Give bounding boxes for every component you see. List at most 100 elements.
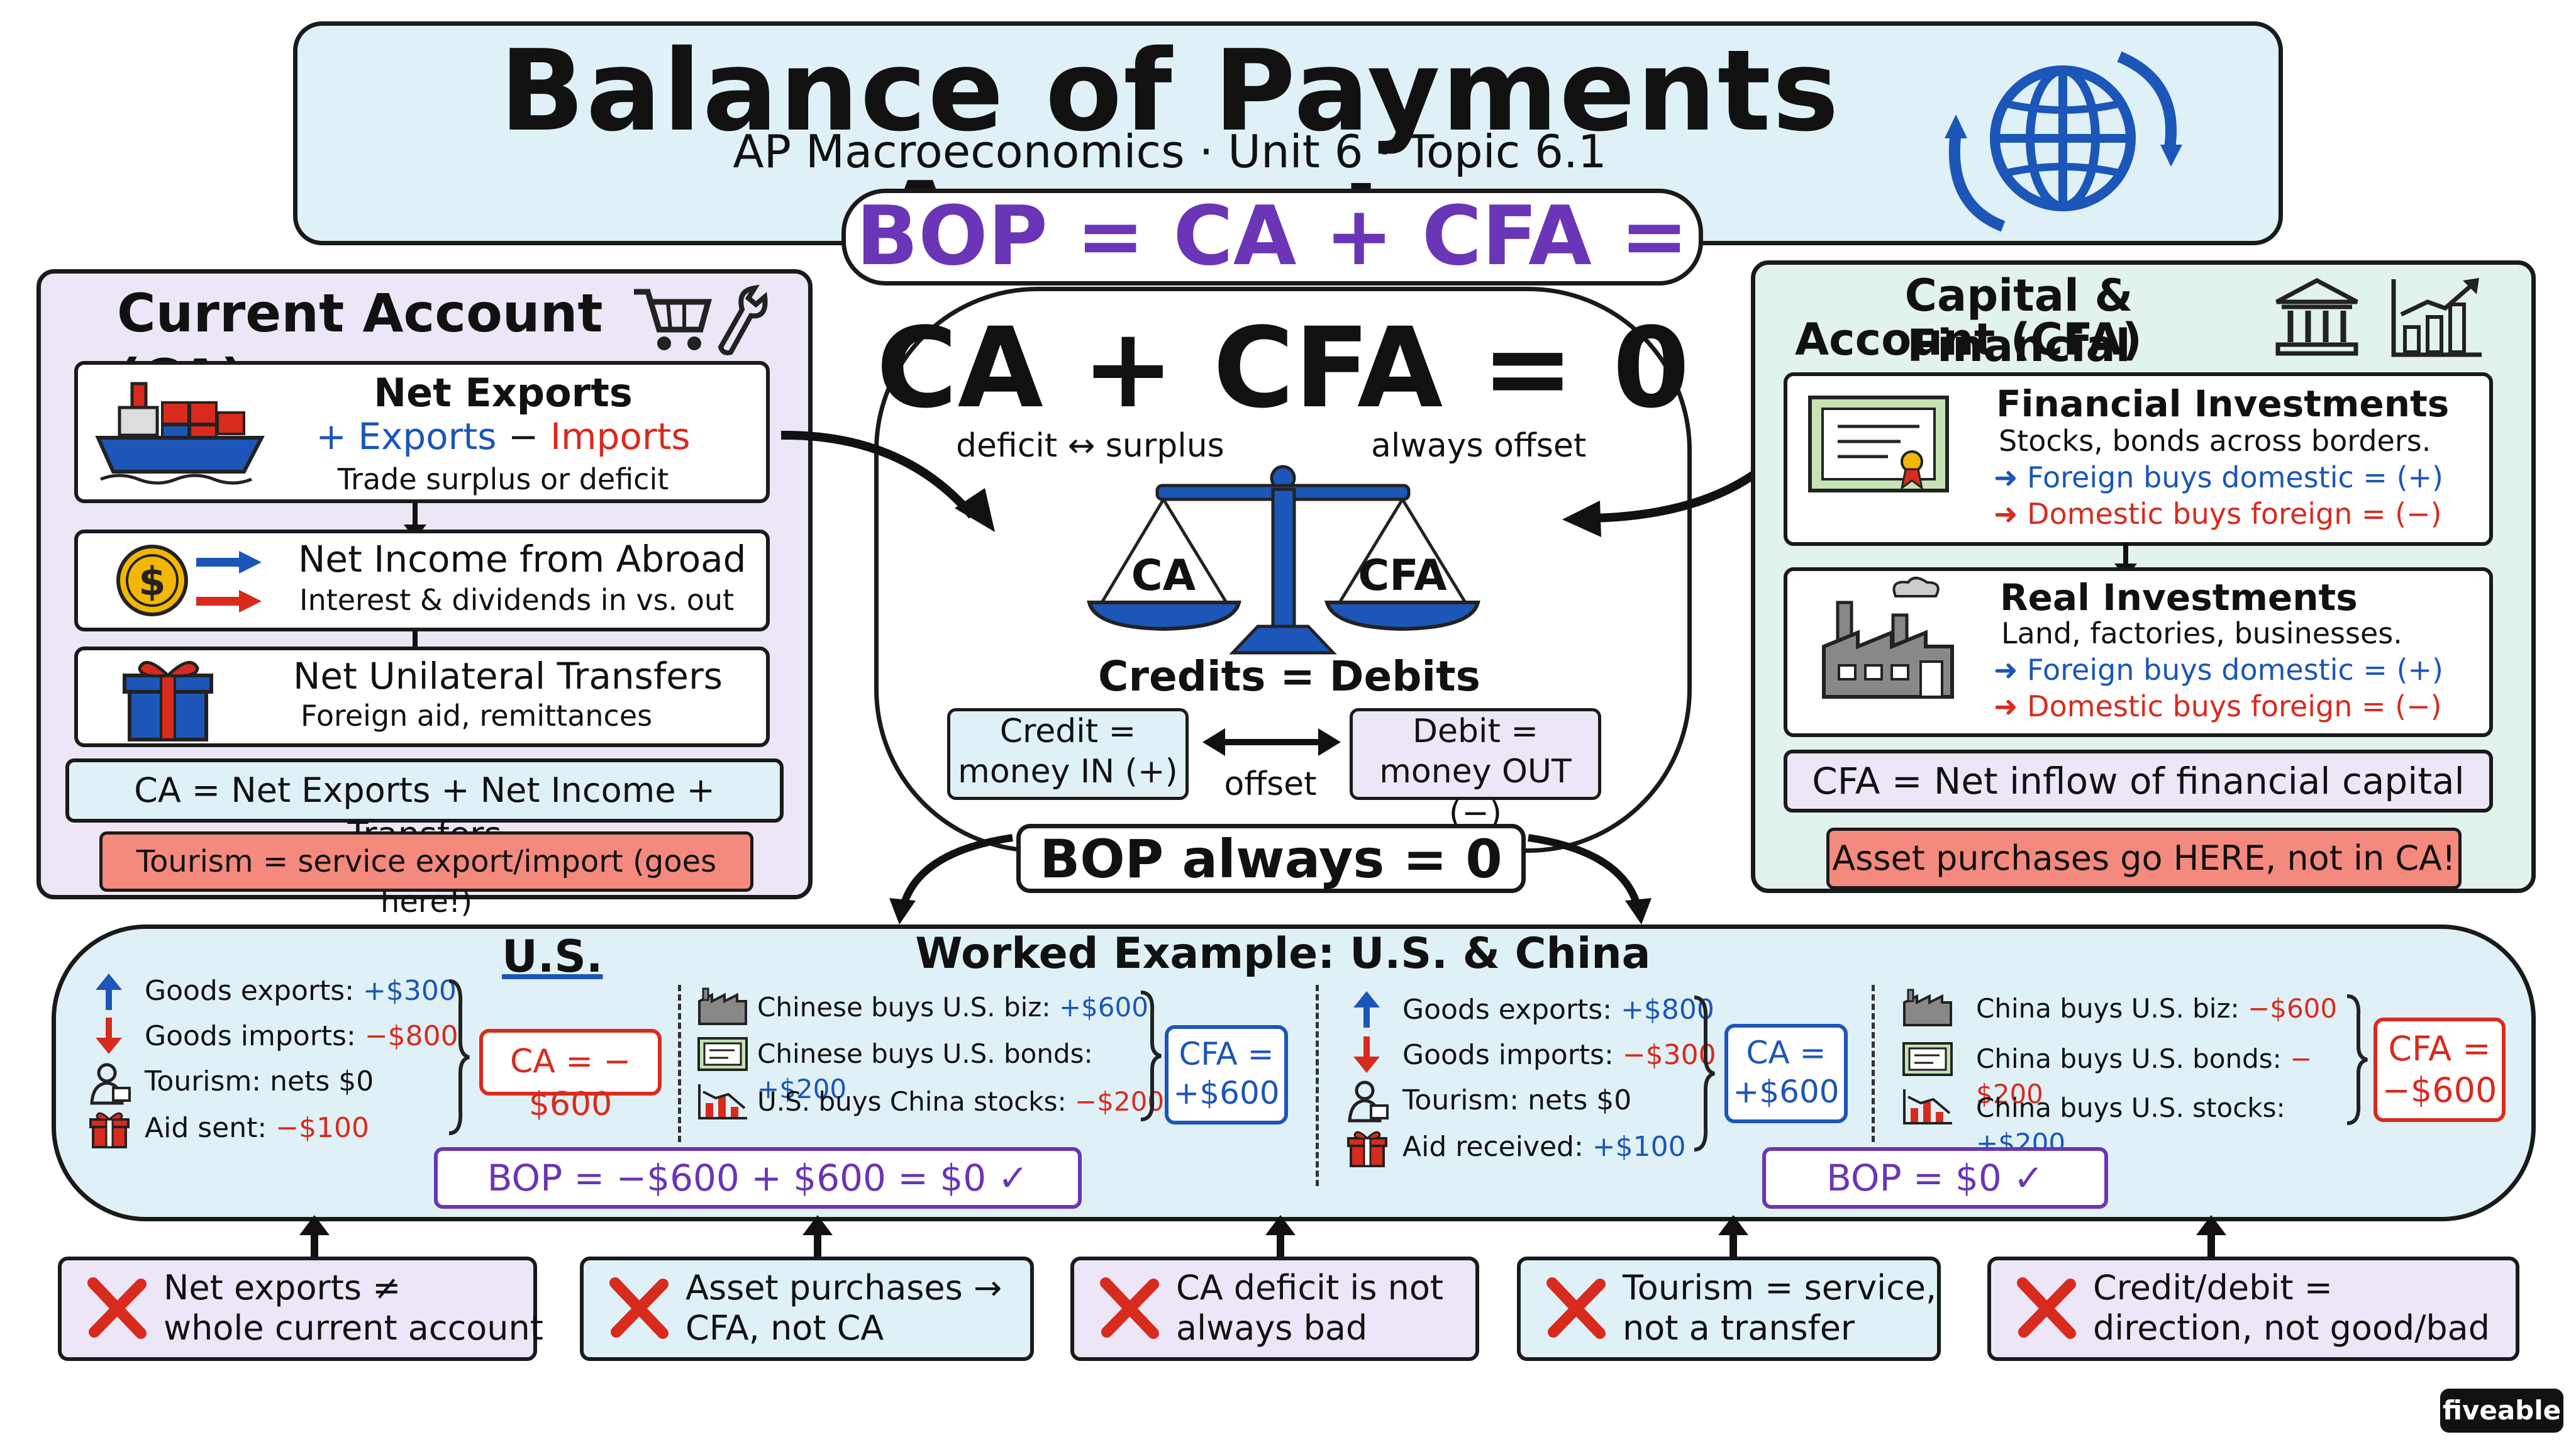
us-cfa-total-line2: +$600 [1173, 1075, 1280, 1111]
us-cfa-total-box [1165, 1025, 1288, 1124]
misconception-text: Credit/debit = [2093, 1268, 2333, 1307]
brace-icon [2346, 994, 2368, 1125]
up-arrow-icon [96, 974, 122, 1010]
minus-sign: − [508, 415, 539, 458]
cn-bop-box [1762, 1147, 2108, 1209]
us-chinese-buys-bonds: Chinese buys U.S. bonds: +$200 [757, 1038, 1093, 1104]
misconception-text: Tourism = service, [1623, 1268, 1937, 1307]
cargo-ship-icon [95, 382, 265, 485]
credit-box [947, 708, 1189, 800]
us-bop: BOP = −$600 + $600 = $0 ✓ [487, 1157, 1029, 1199]
x-mark-icon [1100, 1277, 1159, 1339]
fiveable-logo[interactable]: fiveable [2440, 1389, 2563, 1433]
cn-tourism: Tourism: nets $0 [1402, 1084, 1632, 1116]
transfers-desc: Foreign aid, remittances [301, 699, 653, 733]
cn-buys-us-bonds: China buys U.S. bonds: −$200 [1976, 1043, 2312, 1109]
cn-cfa-total-line2: −$600 [2382, 1070, 2497, 1110]
misconception-card [1517, 1257, 1941, 1361]
imports-label: Imports [550, 415, 691, 458]
page-subtitle: AP Macroeconomics · Unit 6 · Topic 6.1 [733, 125, 1607, 178]
up-arrow-icon [2196, 1215, 2226, 1259]
x-mark-icon [1546, 1277, 1606, 1339]
divider [1316, 985, 1319, 1186]
gift-icon [89, 1112, 130, 1148]
balance-equation: CA + CFA = 0 [876, 304, 1690, 433]
arrow-to-example-left-icon [889, 834, 1013, 924]
credits-debits-label: Credits = Debits [1098, 652, 1480, 701]
arrow-right-icon: ➜ [1994, 460, 2028, 494]
x-mark-icon [2017, 1277, 2076, 1339]
tourism-note: Tourism = service export/import (goes he… [136, 844, 717, 919]
us-goods-exports: Goods exports: +$300 [145, 975, 457, 1007]
us-buys-china-stocks: U.S. buys China stocks: −$200 [757, 1086, 1165, 1117]
brace-icon [1140, 991, 1162, 1121]
real-investments-title: Real Investments [2000, 576, 2358, 619]
ca-formula-box [65, 758, 784, 823]
debit-line2: money OUT (−) [1379, 753, 1572, 832]
coin-arrows-icon: $ [116, 545, 262, 616]
us-aid-sent: Aid sent: −$100 [145, 1112, 370, 1144]
arrow-right-icon: ➜ [1994, 689, 2028, 723]
globe-icon [1945, 51, 2182, 232]
x-mark-icon [609, 1277, 669, 1339]
net-income-card [74, 530, 770, 631]
double-arrow-icon [1202, 728, 1341, 756]
credit-line1: Credit = [999, 713, 1136, 750]
misconception-text: CFA, not CA [686, 1308, 884, 1348]
offset-label: offset [1224, 765, 1317, 803]
arrow-right-icon: ➜ [1994, 497, 2028, 531]
net-exports-formula: + Exports − Imports [277, 414, 730, 459]
us-cfa-total-line1: CFA = [1179, 1036, 1274, 1072]
scale-pan-ca: CA [1131, 551, 1196, 601]
us-ca-total: CA = −$600 [509, 1043, 631, 1123]
scale-pan-cfa: CFA [1358, 551, 1447, 601]
x-mark-icon [87, 1277, 147, 1339]
up-arrow-icon [1353, 991, 1380, 1028]
misconception-card [1070, 1257, 1479, 1361]
brace-icon [1694, 996, 1715, 1152]
tourism-note-box [99, 831, 753, 892]
misconception-text: direction, not good/bad [2093, 1308, 2490, 1348]
credit-line2: money IN (+) [958, 753, 1178, 791]
financial-foreign-buys-domestic: ➜ Foreign buys domestic = (+) [1994, 460, 2444, 494]
wrench-icon [718, 284, 768, 355]
down-arrow-red-icon [96, 1018, 122, 1054]
misconception-text: CA deficit is not [1176, 1268, 1444, 1307]
us-goods-imports: Goods imports: −$800 [145, 1020, 458, 1052]
up-arrow-icon [299, 1215, 330, 1259]
factory-icon [698, 987, 747, 1025]
certificate-icon [1808, 396, 1949, 492]
misconception-text: not a transfer [1623, 1308, 1855, 1348]
us-bop-box [434, 1147, 1082, 1209]
factory-icon [1822, 577, 1954, 699]
real-domestic-buys-foreign: ➜ Domestic buys foreign = (−) [1994, 689, 2442, 723]
us-tourism: Tourism: nets $0 [145, 1065, 374, 1097]
bop-equation-bubble [841, 189, 1703, 286]
arrow-from-ca-icon [780, 430, 995, 532]
misconception-card [1987, 1257, 2519, 1361]
cfa-note: Asset purchases go HERE, not in CA! [1832, 838, 2456, 878]
net-exports-title: Net Exports [374, 370, 633, 416]
us-ca-total-box [479, 1029, 662, 1096]
divider [1872, 985, 1875, 1142]
balance-scale-icon [1087, 465, 1480, 655]
cn-goods-imports: Goods imports: −$300 [1402, 1039, 1716, 1071]
up-arrow-icon [1718, 1215, 1748, 1259]
cfa-formula-box [1784, 750, 2493, 813]
always-offset-label: always offset [1371, 427, 1587, 465]
misconception-card [580, 1257, 1034, 1361]
up-arrow-icon [802, 1215, 833, 1259]
cn-ca-total-line2: +$600 [1733, 1074, 1840, 1110]
svg-text:$: $ [138, 558, 165, 604]
chart-icon [698, 1084, 747, 1119]
real-foreign-buys-domestic: ➜ Foreign buys domestic = (+) [1994, 653, 2444, 687]
down-arrow-red-icon [1353, 1036, 1380, 1073]
cn-buys-us-biz: China buys U.S. biz: −$600 [1976, 993, 2338, 1024]
net-income-desc: Interest & dividends in vs. out [299, 583, 735, 617]
deficit-surplus-label: deficit ↔ surplus [956, 427, 1224, 465]
tourist-icon [1348, 1080, 1389, 1123]
misconception-text: always bad [1176, 1308, 1368, 1348]
cn-cfa-total-line1: CFA = [2388, 1029, 2491, 1069]
cn-bop: BOP = $0 ✓ [1826, 1157, 2044, 1199]
cn-cfa-total-box [2373, 1018, 2506, 1122]
